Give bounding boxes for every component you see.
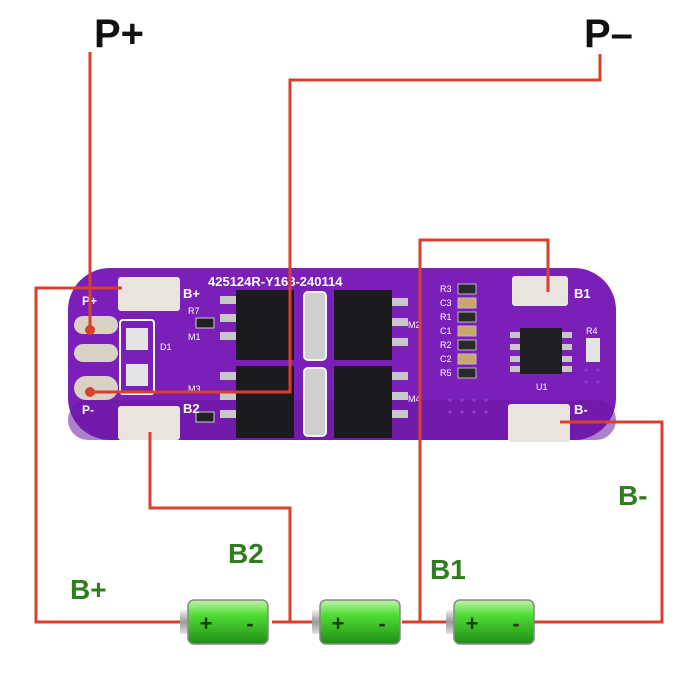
pad-mid-hole	[74, 344, 118, 362]
silk-resistor-label: R3	[440, 284, 452, 294]
pad-b-plus	[118, 277, 180, 311]
shunt-lower	[303, 367, 327, 437]
r7-resistor	[195, 317, 215, 329]
wire-dot-p-plus	[85, 325, 95, 335]
silk-r4: R4	[586, 326, 598, 336]
silk-p-minus: P-	[82, 403, 94, 417]
silk-m2: M2	[408, 320, 421, 330]
wire-label-b-plus: B+	[70, 574, 107, 605]
silk-resistor-label: R2	[440, 340, 452, 350]
silk-m3: M3	[188, 384, 201, 394]
small-resistor-lower	[195, 411, 215, 423]
battery-minus-sign: -	[512, 611, 519, 636]
r4-resistor	[586, 338, 600, 362]
battery-pack: +-+-+-	[180, 599, 535, 645]
pad-b1	[512, 276, 568, 306]
wire-p-minus	[90, 54, 602, 394]
wire-b-plus	[34, 286, 182, 624]
battery-plus-sign: +	[466, 611, 479, 636]
wire-label-b2: B2	[228, 538, 264, 569]
terminal-p-plus-label: P+	[94, 12, 145, 56]
battery-body	[187, 599, 269, 645]
wire-b2	[148, 432, 292, 622]
wires	[34, 52, 664, 624]
battery-cell: +-	[180, 599, 269, 645]
silk-m1: M1	[188, 332, 201, 342]
silk-d1: D1	[160, 342, 172, 352]
battery-cell: +-	[446, 599, 535, 645]
d1-pad-top	[126, 328, 148, 350]
pcb-dot-pattern	[448, 368, 600, 414]
silk-b2: B2	[183, 401, 200, 416]
wire-b-minus	[526, 420, 664, 624]
mosfet-m1	[220, 290, 294, 360]
pad-b-minus	[508, 404, 570, 442]
silk-resistor-label: C1	[440, 326, 452, 336]
wire-b1	[418, 238, 550, 622]
pad-p-minus-hole	[74, 376, 118, 400]
silk-resistor-label: C3	[440, 298, 452, 308]
ic-u1	[510, 328, 572, 374]
pcb-board: 425124R-Y168-240114 B+ B2 B1 B- P+ P- D1…	[68, 268, 616, 442]
silk-resistor-label: R5	[440, 368, 452, 378]
mosfet-m3	[220, 366, 294, 438]
pad-b2	[118, 406, 180, 440]
battery-plus-sign: +	[200, 611, 213, 636]
shunt-upper	[303, 291, 327, 361]
pad-p-plus-hole	[74, 316, 118, 334]
d1-outline	[119, 319, 155, 395]
silk-resistor-label: C2	[440, 354, 452, 364]
battery-body	[453, 599, 535, 645]
battery-plus-sign: +	[332, 611, 345, 636]
mosfet-m4	[334, 366, 408, 438]
wire-label-b1: B1	[430, 554, 466, 585]
battery-minus-sign: -	[378, 611, 385, 636]
silk-b-minus: B-	[574, 402, 588, 417]
board-title: 425124R-Y168-240114	[208, 274, 343, 289]
silk-r7: R7	[188, 306, 200, 316]
terminal-p-minus-label: P–	[584, 12, 633, 56]
mosfet-m2	[334, 290, 408, 360]
silk-resistor-label: R1	[440, 312, 452, 322]
battery-cell: +-	[312, 599, 401, 645]
battery-minus-sign: -	[246, 611, 253, 636]
silk-b-plus: B+	[183, 286, 200, 301]
silk-b1: B1	[574, 286, 591, 301]
d1-pad-bottom	[126, 364, 148, 386]
silk-m4: M4	[408, 394, 421, 404]
wire-label-b-minus: B-	[618, 480, 648, 511]
silk-u1: U1	[536, 382, 548, 392]
battery-body	[319, 599, 401, 645]
resistor-array	[457, 283, 477, 379]
wire-dot-p-minus	[85, 387, 95, 397]
